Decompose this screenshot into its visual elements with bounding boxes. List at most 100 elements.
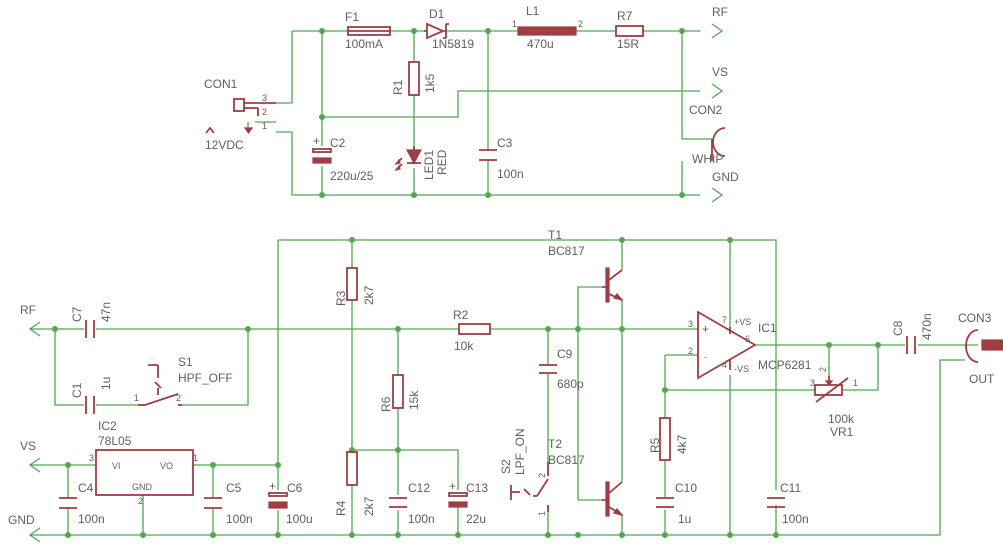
c12-capacitor-symbol <box>389 497 407 508</box>
junctions-power-section <box>319 28 685 198</box>
r7-value: 15R <box>617 37 639 51</box>
con3-value: OUT <box>969 372 995 386</box>
net-label-vs-top: VS <box>712 65 728 79</box>
f1-name: F1 <box>345 10 359 24</box>
con2-whip-symbol <box>711 127 726 161</box>
r2-name: R2 <box>453 308 469 322</box>
c2-polarity: + <box>313 134 320 148</box>
c11-name: C11 <box>780 481 801 495</box>
ic2-name: IC2 <box>98 419 117 433</box>
s2-value: LPF_ON <box>513 428 527 475</box>
t1-value: BC817 <box>548 244 585 258</box>
ic2-vi-label: VI <box>112 461 121 471</box>
ic1-pin3: 3 <box>688 319 693 329</box>
ic1-name: IC1 <box>758 321 777 335</box>
r6-name: R6 <box>379 396 393 412</box>
d1-diode-symbol <box>424 22 449 40</box>
ic2-value: 78L05 <box>98 434 132 448</box>
net-label-gnd-top: GND <box>712 170 739 184</box>
r5-name: R5 <box>648 437 662 453</box>
r1-value: 1k5 <box>423 73 437 93</box>
r7-name: R7 <box>617 9 633 23</box>
l1-pin2: 2 <box>578 19 583 29</box>
c3-value: 100n <box>497 167 524 181</box>
t1-transistor-symbol <box>602 267 624 303</box>
r2-value: 10k <box>454 339 474 353</box>
d1-name: D1 <box>429 7 445 21</box>
ic1-pin4: 4 <box>722 360 727 370</box>
r3-resistor-symbol <box>346 267 358 301</box>
c9-value: 680p <box>557 377 584 391</box>
c6-capacitor-symbol <box>268 492 288 509</box>
c3-name: C3 <box>497 136 513 150</box>
s1-name: S1 <box>178 355 193 369</box>
con1-dc-jack-symbol <box>205 98 276 135</box>
c3-capacitor-symbol <box>479 149 497 161</box>
r5-resistor-symbol <box>659 417 671 461</box>
ic1-pin6: 6 <box>745 334 750 344</box>
con3-name: CON3 <box>958 311 992 325</box>
ic1-minus-sign: - <box>704 352 707 362</box>
c4-capacitor-symbol <box>59 497 77 509</box>
c12-name: C12 <box>408 481 430 495</box>
l1-inductor-symbol <box>517 26 577 36</box>
s1-switch-symbol <box>138 364 182 406</box>
s2-pin2: 2 <box>537 473 547 478</box>
ic1-opamp-symbol <box>697 310 757 380</box>
ic1-plus-sign: + <box>702 322 709 336</box>
c2-value: 220u/25 <box>330 169 374 183</box>
wires-main-section <box>30 239 978 536</box>
con1-pin2: 2 <box>262 107 267 117</box>
r2-resistor-symbol <box>458 323 491 335</box>
led1-value: RED <box>435 149 449 175</box>
r6-resistor-symbol <box>392 374 404 409</box>
led1-symbol <box>394 146 423 171</box>
c13-polarity: + <box>449 479 456 493</box>
c2-name: C2 <box>330 136 346 150</box>
l1-name: L1 <box>526 4 540 18</box>
r4-value: 2k7 <box>362 496 376 516</box>
ic1-value: MCP6281 <box>758 358 812 372</box>
s2-switch-symbol <box>510 462 549 512</box>
ic1-vp-label: +VS <box>734 317 751 327</box>
c13-value: 22u <box>466 512 486 526</box>
net-arrow-vs-top <box>711 83 724 99</box>
r4-name: R4 <box>334 500 348 516</box>
c10-name: C10 <box>675 481 697 495</box>
s2-name: S2 <box>499 459 513 474</box>
net-arrow-gnd-left <box>28 527 41 543</box>
net-label-vs-left: VS <box>20 439 36 453</box>
c6-name: C6 <box>287 481 303 495</box>
c13-name: C13 <box>466 481 488 495</box>
c11-value: 100n <box>782 512 809 526</box>
vr1-name: VR1 <box>830 425 854 439</box>
net-label-rf-left: RF <box>20 303 36 317</box>
ic1-vn-label: -VS <box>734 364 749 374</box>
r5-value: 4k7 <box>675 434 689 454</box>
net-arrow-rf-top <box>711 23 724 39</box>
c10-capacitor-symbol <box>656 497 674 508</box>
vr1-value: 100k <box>828 412 855 426</box>
r6-value: 15k <box>407 390 421 410</box>
net-label-gnd-left: GND <box>8 513 35 527</box>
r4-resistor-symbol <box>346 451 358 486</box>
con1-name: CON1 <box>204 77 238 91</box>
c2-capacitor-symbol <box>312 148 332 164</box>
s1-pin2: 2 <box>176 393 181 403</box>
r1-name: R1 <box>391 79 405 95</box>
t1-name: T1 <box>548 228 562 242</box>
c5-value: 100n <box>226 512 253 526</box>
c7-capacitor-symbol <box>85 320 95 338</box>
con3-output-jack-symbol <box>965 329 1003 363</box>
t2-name: T2 <box>548 437 562 451</box>
c11-capacitor-symbol <box>767 497 785 508</box>
c8-name: C8 <box>891 320 905 336</box>
c9-capacitor-symbol <box>539 364 557 374</box>
s1-pin1: 1 <box>134 393 139 403</box>
r3-value: 2k7 <box>362 285 376 305</box>
c6-polarity: + <box>269 479 276 493</box>
net-label-rf-top: RF <box>712 5 728 19</box>
vr1-pin3: 3 <box>810 378 815 388</box>
con2-name: CON2 <box>689 103 723 117</box>
